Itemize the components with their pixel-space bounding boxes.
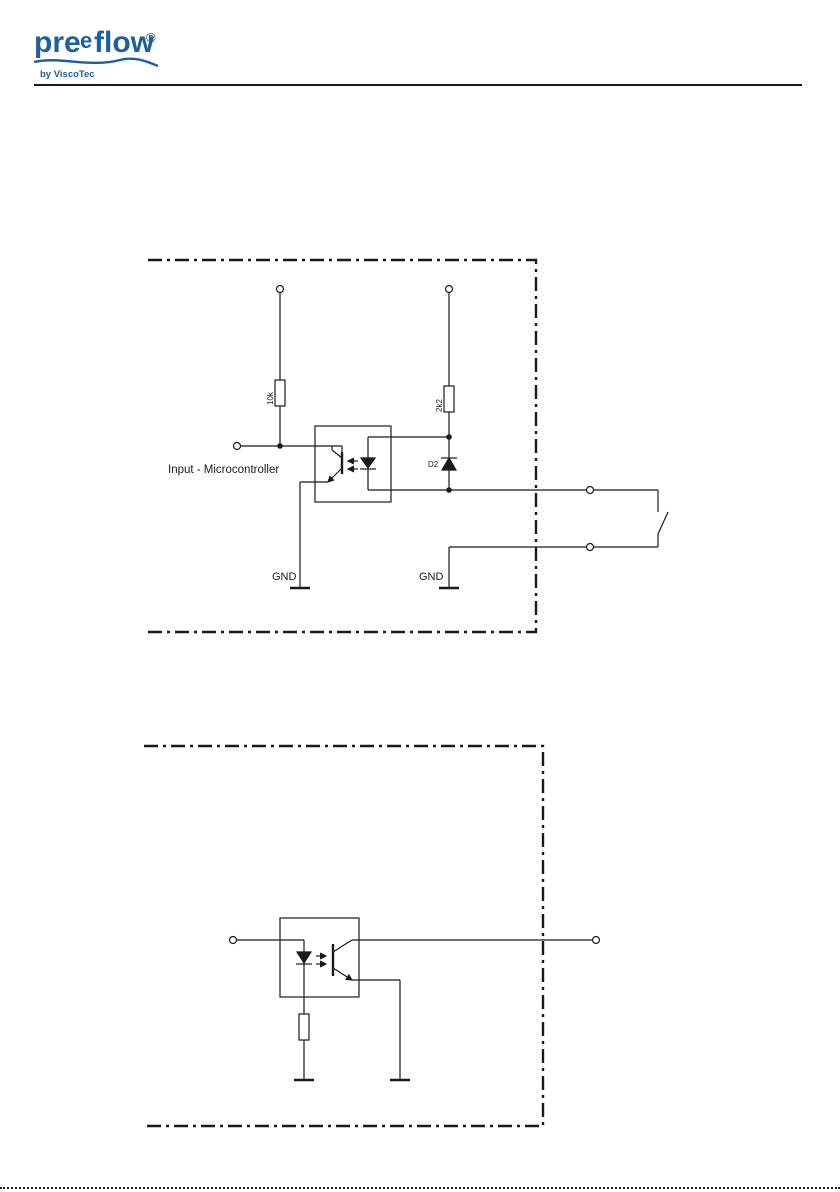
resistor-output <box>299 1014 309 1040</box>
resistor-2k2-label: 2k2 <box>435 399 444 412</box>
resistor-10k <box>275 380 285 406</box>
resistor-2k2 <box>444 386 454 412</box>
led-icon <box>361 458 375 468</box>
led-icon <box>297 952 311 963</box>
input-terminal <box>234 443 241 450</box>
output-terminal <box>593 937 600 944</box>
diode-d2-label: D2 <box>428 460 439 469</box>
external-terminal-bottom <box>587 544 594 551</box>
input-circuit-diagram <box>148 260 668 632</box>
phototransistor-collector <box>333 940 352 952</box>
phototransistor-emitter <box>328 468 342 482</box>
optocoupler-output <box>280 918 359 997</box>
diode-d2-icon <box>442 458 456 470</box>
output-circuit-boundary <box>144 746 543 1126</box>
supply-terminal-left <box>277 286 284 293</box>
output-input-terminal <box>230 937 237 944</box>
supply-terminal-right <box>446 286 453 293</box>
resistor-10k-label: 10k <box>266 391 275 405</box>
output-circuit-diagram <box>144 746 600 1126</box>
external-terminal-top <box>587 487 594 494</box>
phototransistor-emitter <box>333 968 352 980</box>
gnd-right-label: GND <box>419 571 444 583</box>
page-bottom-edge <box>0 1187 840 1192</box>
input-microcontroller-label: Input - Microcontroller <box>168 464 279 476</box>
external-switch-icon <box>658 512 668 534</box>
phototransistor-collector <box>332 450 342 458</box>
gnd-left-label: GND <box>272 571 297 583</box>
